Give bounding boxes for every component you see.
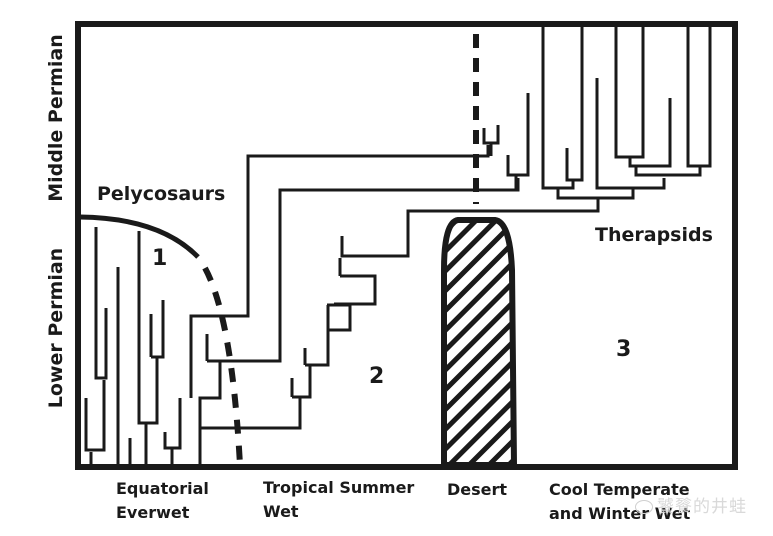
therapsids-label: Therapsids bbox=[595, 224, 713, 246]
zone-label-desert: Desert bbox=[447, 480, 507, 499]
zone-label-tropical: Tropical Summer bbox=[263, 478, 414, 497]
therapsid-tree bbox=[541, 27, 712, 211]
zone-number-2: 2 bbox=[369, 364, 384, 389]
desert-zone bbox=[441, 217, 518, 468]
middle-permian-small-clades bbox=[482, 93, 530, 190]
zone-number-3: 3 bbox=[616, 337, 631, 362]
y-label-middle-permian: Middle Permian bbox=[45, 34, 67, 201]
pelycosaur-boundary-solid bbox=[79, 214, 200, 259]
diagram-frame bbox=[75, 21, 738, 470]
pelycosaur-tree bbox=[84, 145, 520, 466]
y-label-lower-permian: Lower Permian bbox=[45, 248, 67, 408]
pelycosaurs-label: Pelycosaurs bbox=[97, 183, 225, 205]
watermark-text: 饕餮的井蛙 bbox=[657, 497, 747, 517]
watermark: 饕餮的井蛙 bbox=[635, 492, 747, 517]
zone-label-winter-wet: and Winter Wet bbox=[549, 504, 691, 523]
zone-number-1: 1 bbox=[152, 246, 167, 271]
zone-label-equatorial: Equatorial bbox=[116, 479, 209, 498]
zone-label-everwet: Everwet bbox=[116, 503, 190, 522]
pelycosaur-boundary-dashed bbox=[202, 266, 243, 466]
zone-label-wet: Wet bbox=[263, 502, 299, 521]
zone-label-cool-temperate: Cool Temperate bbox=[549, 480, 690, 499]
wechat-icon bbox=[635, 500, 653, 514]
